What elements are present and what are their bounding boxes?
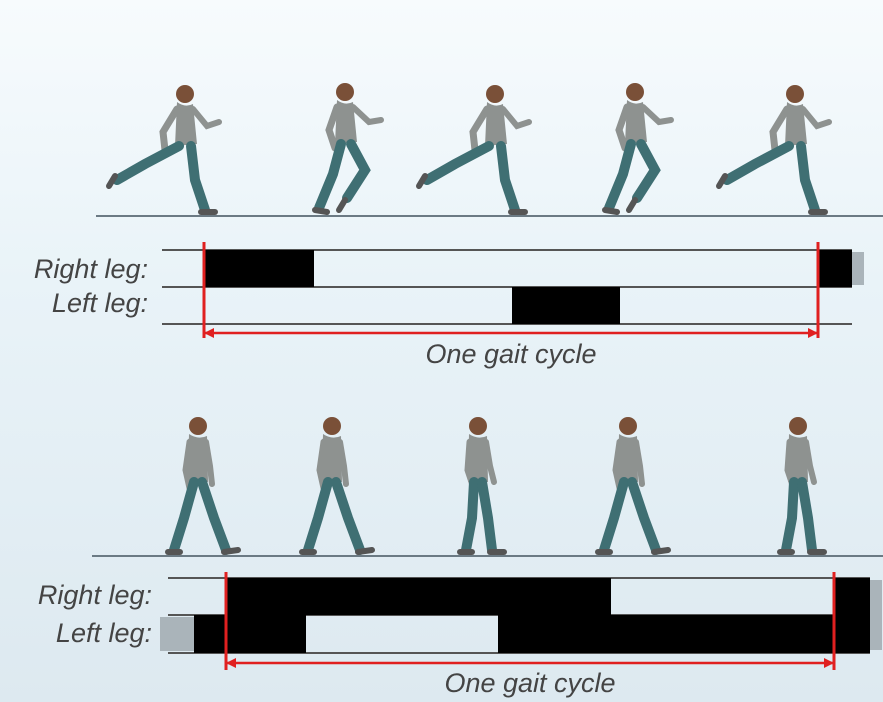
running-right-stance-bar [818, 250, 852, 287]
walker-figure-5 [780, 417, 824, 552]
walking-right-leg-label: Right leg: [38, 580, 152, 610]
running-cycle-arrowhead [204, 328, 214, 338]
walking-cycle-arrowhead [824, 658, 834, 668]
running-cycle-arrowhead [808, 328, 818, 338]
walking-cycle-label: One gait cycle [444, 668, 615, 698]
walking-right-stance-edge [870, 580, 882, 650]
runner-figure-2 [315, 83, 381, 212]
running-right-stance-bar [204, 250, 314, 287]
running-right-stance-edge [852, 252, 864, 285]
walking-figures [168, 417, 824, 552]
walking-timing-chart [160, 572, 882, 670]
running-left-leg-label: Left leg: [52, 288, 148, 318]
running-left-stance-bar [512, 287, 620, 324]
running-timing-chart [162, 242, 864, 338]
runner-figure-5 [719, 85, 829, 212]
walking-right-stance-bar [226, 578, 611, 615]
walking-left-leg-start-edge [160, 617, 194, 651]
running-right-leg-label: Right leg: [34, 254, 148, 284]
runner-figure-1 [109, 85, 219, 212]
walking-left-stance-bar [498, 615, 870, 653]
walking-left-stance-bar [194, 615, 306, 653]
walker-figure-2 [302, 417, 372, 552]
running-figures [109, 83, 829, 212]
walker-figure-3 [460, 417, 504, 552]
walking-left-leg-label: Left leg: [56, 618, 152, 648]
runner-figure-3 [419, 85, 529, 212]
running-cycle-label: One gait cycle [425, 339, 596, 369]
walker-figure-4 [598, 417, 668, 552]
walker-figure-1 [168, 417, 238, 552]
runner-figure-4 [605, 83, 671, 212]
walking-cycle-arrowhead [226, 658, 236, 668]
walking-right-stance-bar [834, 578, 870, 615]
